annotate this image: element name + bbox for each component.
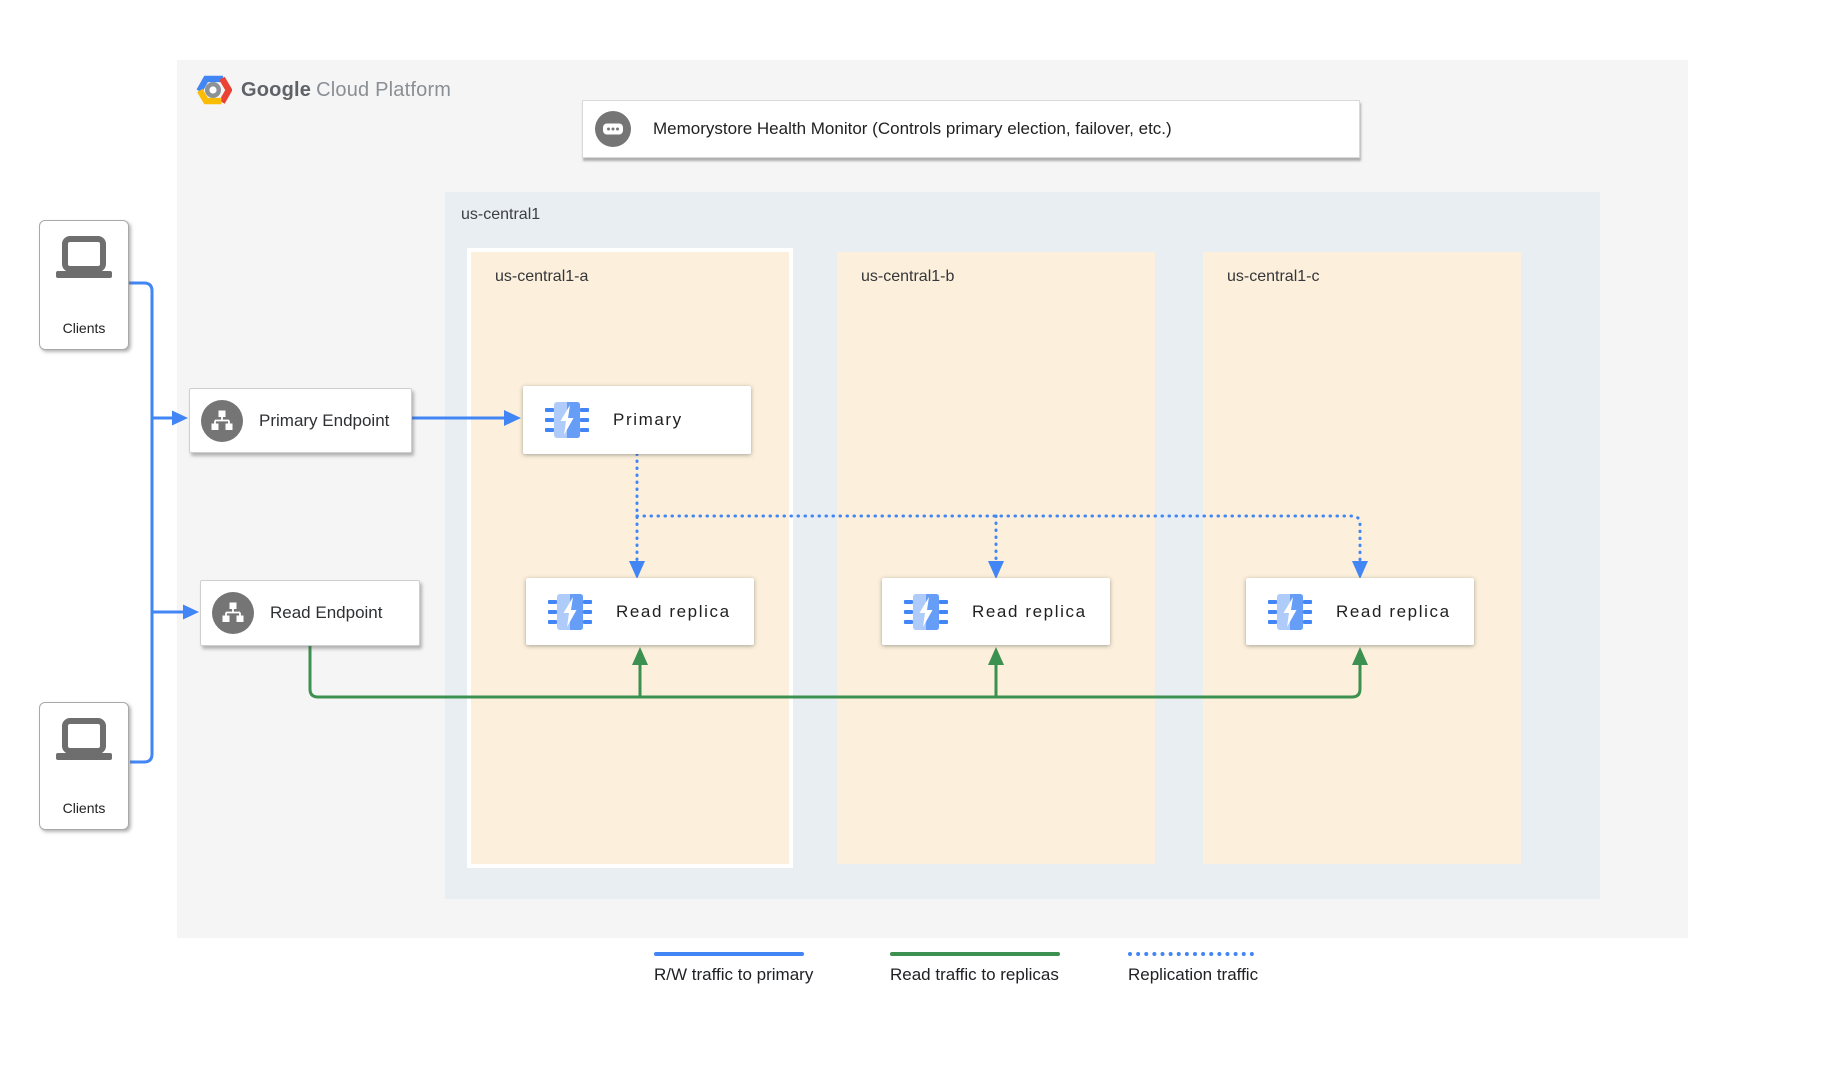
zone-us-central1-b: us-central1-b <box>837 252 1155 864</box>
clients-box-bottom: Clients <box>39 702 129 830</box>
legend-blue-line <box>654 952 804 956</box>
memorystore-icon <box>548 593 592 630</box>
read-replica-a-node: Read replica <box>526 578 754 645</box>
zone-us-central1-a: us-central1-a <box>467 248 793 868</box>
read-endpoint-box: Read Endpoint <box>200 580 420 646</box>
logo-google: Google <box>241 78 312 101</box>
legend-read-label: Read traffic to replicas <box>890 965 1059 984</box>
legend-read-traffic: Read traffic to replicas <box>890 952 1060 985</box>
primary-endpoint-box: Primary Endpoint <box>189 388 412 453</box>
zone-b-label: us-central1-b <box>861 268 955 285</box>
memorystore-icon <box>904 593 948 630</box>
legend-dotted-line <box>1128 952 1254 956</box>
zone-us-central1-c: us-central1-c <box>1203 252 1521 864</box>
memorystore-icon <box>1268 593 1312 630</box>
legend-rw-traffic: R/W traffic to primary <box>654 952 813 985</box>
read-endpoint-label: Read Endpoint <box>270 603 383 622</box>
clients-label: Clients <box>62 800 106 816</box>
laptop-icon <box>56 718 112 760</box>
network-endpoint-icon <box>201 399 243 442</box>
zone-a-label: us-central1-a <box>495 268 589 285</box>
health-monitor-box: Memorystore Health Monitor (Controls pri… <box>582 100 1360 158</box>
region-label: us-central1 <box>461 206 541 223</box>
gcp-hexagon-icon <box>196 75 232 105</box>
primary-endpoint-label: Primary Endpoint <box>259 410 390 430</box>
network-endpoint-icon <box>212 592 254 634</box>
legend-replication-label: Replication traffic <box>1128 965 1259 984</box>
console-dots-icon <box>595 111 631 147</box>
clients-label: Clients <box>62 320 106 336</box>
read-replica-c-node: Read replica <box>1246 578 1474 645</box>
legend-green-line <box>890 952 1060 956</box>
health-monitor-label: Memorystore Health Monitor (Controls pri… <box>653 119 1172 138</box>
primary-node-label: Primary <box>613 410 683 429</box>
zone-c-label: us-central1-c <box>1227 268 1320 285</box>
legend-rw-label: R/W traffic to primary <box>654 965 814 984</box>
read-replica-label: Read replica <box>616 601 731 621</box>
primary-node: Primary <box>523 386 751 454</box>
legend-replication-traffic: Replication traffic <box>1128 952 1258 985</box>
read-replica-label: Read replica <box>972 601 1087 621</box>
memorystore-icon <box>545 402 589 438</box>
laptop-icon <box>56 236 112 278</box>
read-replica-label: Read replica <box>1336 601 1451 621</box>
clients-box-top: Clients <box>39 220 129 350</box>
read-replica-b-node: Read replica <box>882 578 1110 645</box>
logo-suffix: Cloud Platform <box>316 78 452 101</box>
